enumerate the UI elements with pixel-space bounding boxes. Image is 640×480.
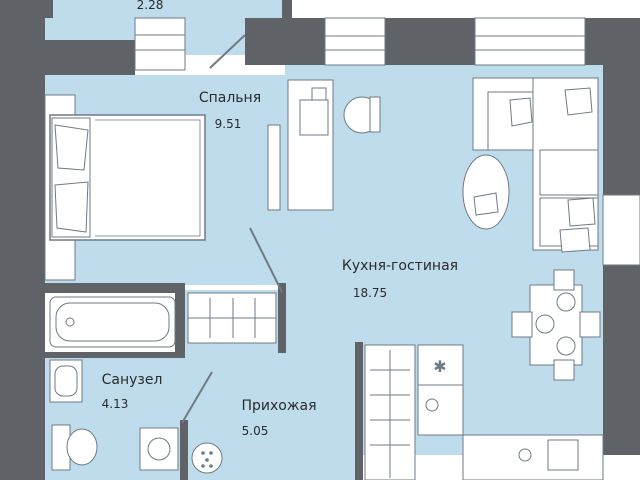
bathroom-door bbox=[181, 371, 213, 424]
svg-text:✱: ✱ bbox=[433, 357, 446, 376]
hall-area: 5.05 bbox=[241, 424, 269, 438]
bathroom-area: 4.13 bbox=[101, 397, 129, 411]
sink-icon bbox=[49, 359, 83, 403]
bed-icon bbox=[49, 114, 206, 241]
windows bbox=[44, 17, 640, 281]
coffee-table-icon bbox=[462, 154, 510, 230]
bathroom-name: Санузел bbox=[101, 372, 163, 388]
living-area: 18.75 bbox=[352, 286, 388, 300]
bedroom-area: 9.51 bbox=[214, 117, 242, 131]
kitchen-sink-icon bbox=[462, 434, 604, 480]
sofa-icon bbox=[472, 77, 599, 253]
balcony-area: 2.28 bbox=[136, 0, 164, 12]
dining-table-icon bbox=[511, 269, 601, 381]
wardrobe-icon bbox=[364, 344, 416, 480]
balcony-door bbox=[209, 34, 246, 69]
washing-machine-icon bbox=[139, 427, 179, 471]
toilet-icon bbox=[51, 424, 98, 471]
kitchen-counter bbox=[417, 384, 464, 436]
bathtub-icon bbox=[49, 296, 176, 348]
hall-name: Прихожая bbox=[241, 398, 317, 414]
bedroom-door bbox=[249, 227, 283, 293]
kitchen-tap bbox=[425, 398, 439, 412]
desk-icon bbox=[267, 79, 334, 211]
bedroom-name: Спальня bbox=[198, 90, 262, 106]
floor-drain-icon bbox=[191, 442, 223, 474]
living-name: Кухня-гостиная bbox=[341, 258, 459, 274]
chair-icon bbox=[343, 96, 381, 134]
wardrobe-icon bbox=[187, 292, 277, 344]
stove-icon: ✱ bbox=[417, 344, 464, 386]
